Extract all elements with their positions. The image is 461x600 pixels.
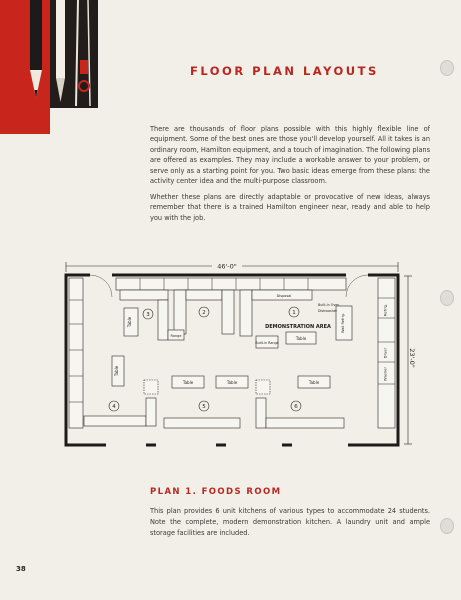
page-number: 38 <box>16 565 26 573</box>
built-in-oven-label: Built-in Oven <box>318 303 339 307</box>
station-number: 1 <box>292 310 296 316</box>
table-label: Table <box>295 336 307 341</box>
floor-plan-drawing: 46'-0" 23'-0" <box>60 258 416 454</box>
station-number: 4 <box>112 404 116 410</box>
binder-hole <box>440 518 454 534</box>
station-number: 3 <box>146 312 150 318</box>
table-label: Table <box>226 380 238 385</box>
wall-refrig-label: Wall Refrig. <box>341 313 345 333</box>
refrig-label: Refrig. <box>383 304 388 316</box>
width-dimension: 46'-0" <box>217 263 237 271</box>
disposal-label: Disposal <box>277 294 292 298</box>
height-dimension: 23'-0" <box>408 348 416 368</box>
table-label: Table <box>182 380 194 385</box>
intro-paragraph: There are thousands of floor plans possi… <box>150 125 430 186</box>
plan-section-text: This plan provides 6 unit kitchens of va… <box>150 507 430 537</box>
page-title: FLOOR PLAN LAYOUTS <box>190 64 379 78</box>
intro-paragraph: Whether these plans are directly adaptab… <box>150 193 430 222</box>
plan-section-title: PLAN 1. FOODS ROOM <box>150 487 282 497</box>
station-number: 2 <box>202 310 206 316</box>
binder-hole <box>440 290 454 306</box>
dryer-label: Dryer <box>383 347 388 358</box>
station-number: 5 <box>202 404 206 410</box>
table-label: Table <box>114 365 119 377</box>
station-number: 6 <box>294 404 298 410</box>
built-in-range-label: Built-in Range <box>255 341 278 345</box>
binder-hole <box>440 60 454 76</box>
range-label: Range <box>170 334 181 338</box>
washer-label: Washer <box>383 367 388 382</box>
table-label: Table <box>308 380 320 385</box>
drafting-tools-icon <box>30 0 91 107</box>
dishwasher-label: Dishwasher <box>318 309 338 313</box>
table-label: Table <box>127 316 132 328</box>
demo-area-label: DEMONSTRATION AREA <box>265 324 331 330</box>
floor-plan-svg: 46'-0" 23'-0" <box>64 261 416 447</box>
